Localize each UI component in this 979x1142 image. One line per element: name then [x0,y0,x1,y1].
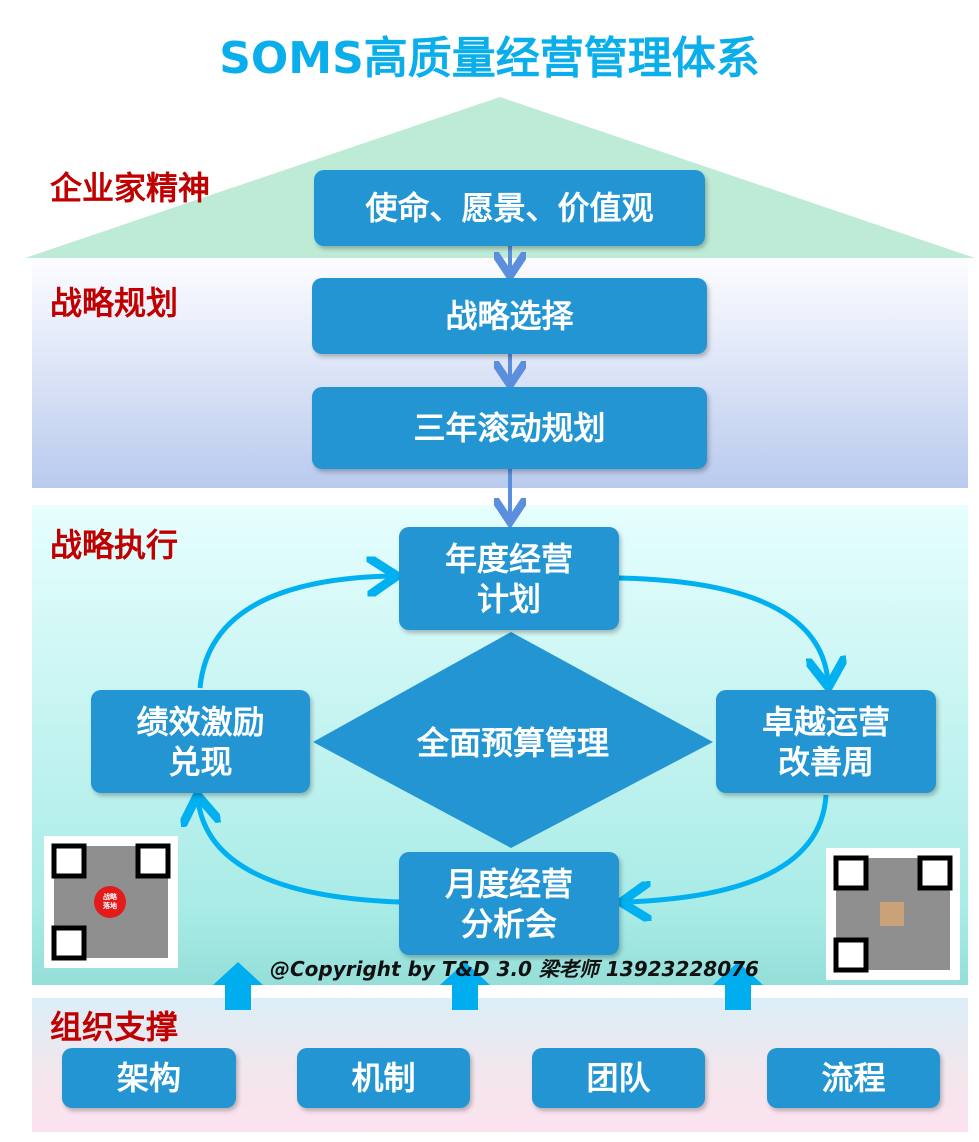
cycle-arrow [197,576,392,689]
annual-plan-box: 年度经营 计划 [399,527,619,630]
strategy-selection-box: 战略选择 [312,278,707,354]
incentive-line1: 绩效激励 [136,702,265,741]
qr-code-icon [833,855,953,973]
cycle-arrow [626,794,829,902]
up-arrows [213,962,763,1010]
qr-code-left [44,836,178,968]
three-year-plan-box: 三年滚动规划 [312,387,707,469]
incentive-line2: 兑现 [168,742,233,781]
budget-label: 全面预算管理 [416,724,609,762]
annual-plan-line2: 计划 [476,579,541,618]
support-box-structure: 架构 [62,1048,236,1108]
qr-logo-text: 战略落地 [103,893,117,910]
cycle-arrow [618,575,828,682]
section-label-spirit: 企业家精神 [50,169,211,207]
mission-vision-values-box: 使命、愿景、价值观 [314,170,705,246]
copyright-text: @Copyright by T&D 3.0 梁老师 13923228076 [270,957,759,981]
operations-line2: 改善周 [777,742,874,781]
qr-code-icon [51,843,171,961]
section-label-execution: 战略执行 [50,526,179,564]
incentive-box: 绩效激励 兑现 [91,690,310,793]
page-title: SOMS高质量经营管理体系 [219,33,760,84]
support-box-process: 流程 [767,1048,940,1108]
monthly-line2: 分析会 [460,904,557,943]
support-box-mechanism: 机制 [297,1048,470,1108]
budget-diamond [313,632,713,848]
operations-week-box: 卓越运营 改善周 [716,690,936,793]
operations-line1: 卓越运营 [761,702,890,741]
monthly-line1: 月度经营 [444,864,573,903]
annual-plan-line1: 年度经营 [444,539,573,578]
section-label-planning: 战略规划 [50,284,179,322]
section-label-support: 组织支撑 [50,1008,179,1046]
qr-code-right [826,848,960,980]
support-box-team: 团队 [532,1048,705,1108]
cycle-arrow [198,800,400,905]
monthly-review-box: 月度经营 分析会 [399,852,619,955]
